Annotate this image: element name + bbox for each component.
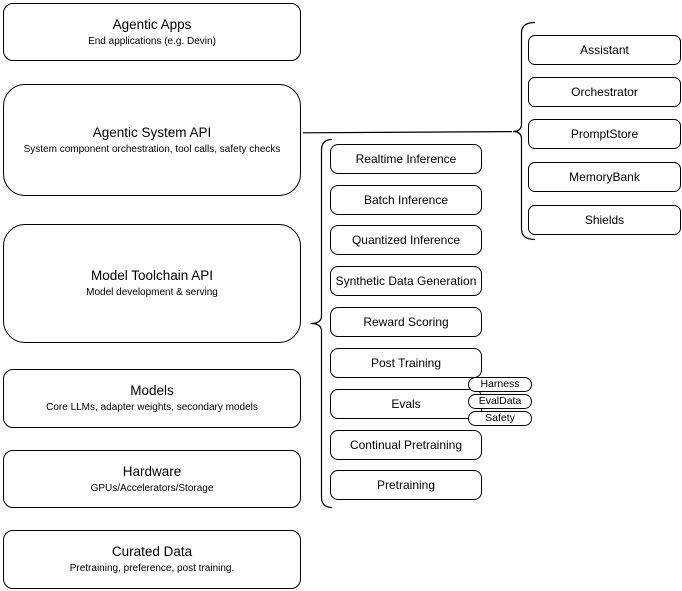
box-label: Assistant [580,43,629,57]
box-label: Continual Pretraining [349,438,463,452]
box-agentic-apps: Agentic Apps End applications (e.g. Devi… [3,3,301,61]
box-title: Curated Data [111,544,193,559]
box-hardware: Hardware GPUs/Accelerators/Storage [3,450,301,508]
pill-label: EvalData [478,395,522,407]
box-subtitle: End applications (e.g. Devin) [88,35,216,47]
box-title: Hardware [122,463,182,479]
box-title: Model Toolchain API [90,268,214,283]
pill-harness: Harness [468,377,532,392]
box-label: Evals [391,397,421,411]
box-reward-scoring: Reward Scoring [330,307,482,337]
box-title: Models [130,383,174,398]
box-label: Shields [584,213,625,227]
box-model-toolchain-api: Model Toolchain API Model development & … [3,224,301,343]
box-quantized-inference: Quantized Inference [330,225,482,255]
brace-system-components [512,21,536,241]
box-title: Agentic System API [92,124,212,140]
box-label: Orchestrator [571,85,638,99]
box-realtime-inference: Realtime Inference [330,144,482,174]
pill-evaldata: EvalData [468,394,532,409]
box-batch-inference: Batch Inference [330,185,482,215]
box-pretraining: Pretraining [330,470,482,500]
box-evals: Evals [330,389,482,419]
box-subtitle: Pretraining, preference, post training. [69,563,235,574]
box-label: Batch Inference [363,193,449,207]
box-label: Post Training [370,356,442,370]
box-title: Agentic Apps [112,16,192,32]
box-curated-data: Curated Data Pretraining, preference, po… [3,530,301,589]
box-shields: Shields [528,205,681,235]
box-subtitle: Model development & serving [86,287,218,298]
box-label: Quantized Inference [351,233,461,247]
box-subtitle: GPUs/Accelerators/Storage [90,482,214,494]
box-subtitle: Core LLMs, adapter weights, secondary mo… [46,402,258,413]
box-label: Realtime Inference [355,152,457,166]
box-orchestrator: Orchestrator [528,77,681,107]
box-continual-pretraining: Continual Pretraining [330,430,482,460]
box-label: Pretraining [376,478,436,492]
pill-safety: Safety [468,411,532,426]
box-memorybank: MemoryBank [528,162,681,192]
box-subtitle: System component orchestration, tool cal… [23,143,281,155]
box-label: PromptStore [570,127,639,141]
box-models: Models Core LLMs, adapter weights, secon… [3,369,301,428]
box-post-training: Post Training [330,348,482,378]
box-synthetic-data-generation: Synthetic Data Generation [330,266,482,296]
box-label: MemoryBank [569,170,640,184]
brace-toolchain-services [310,138,333,509]
box-agentic-system-api: Agentic System API System component orch… [3,84,301,196]
connector-system-api-to-components [302,131,513,134]
box-promptstore: PromptStore [528,119,681,149]
pill-label: Harness [480,378,520,390]
box-assistant: Assistant [528,35,681,65]
box-label: Reward Scoring [363,315,449,329]
box-label: Synthetic Data Generation [335,274,477,288]
pill-label: Safety [485,412,515,424]
